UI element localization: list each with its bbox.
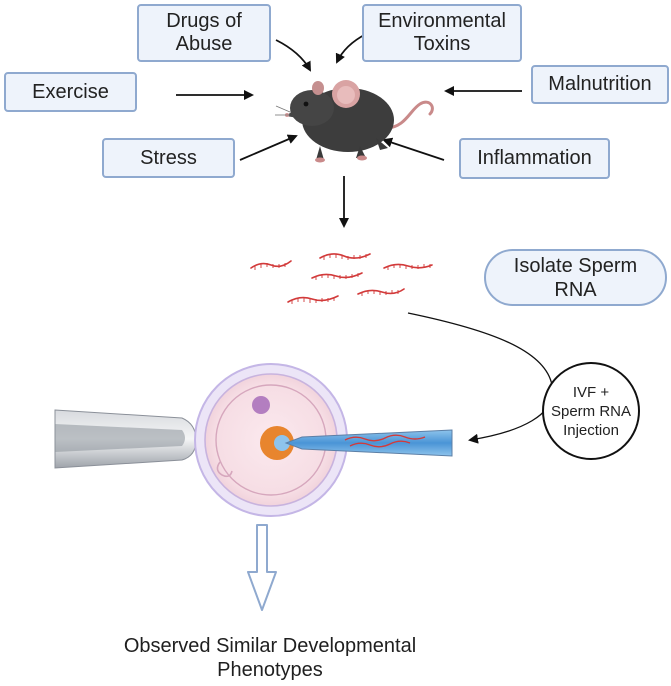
factor-environmental-toxins: Environmental Toxins <box>362 4 522 62</box>
factor-drugs-of-abuse: Drugs of Abuse <box>137 4 271 62</box>
injection-needle-icon <box>284 429 453 457</box>
arrow-drugs <box>275 39 311 72</box>
rna-bases <box>254 254 431 304</box>
factor-inflammation: Inflammation <box>459 138 610 179</box>
factor-drugs-label: Drugs of Abuse <box>166 10 242 55</box>
factor-malnutrition: Malnutrition <box>531 65 669 104</box>
factor-inflammation-label: Inflammation <box>477 147 592 169</box>
factor-exercise: Exercise <box>4 72 137 112</box>
factor-toxins-label: Environmental Toxins <box>378 10 506 55</box>
oocyte-icon <box>194 363 348 517</box>
arrow-rna-to-injection <box>407 312 554 444</box>
factor-exercise-label: Exercise <box>32 80 109 103</box>
mouse-icon <box>275 80 434 163</box>
factor-stress: Stress <box>102 138 235 178</box>
outcome-caption: Observed Similar Developmental Phenotype… <box>90 634 450 682</box>
step-isolate-label: Isolate Sperm RNA <box>513 254 638 301</box>
step-isolate-sperm-rna: Isolate Sperm RNA <box>484 249 667 306</box>
rna-strand-icon <box>250 253 433 303</box>
outcome-arrow <box>247 524 277 611</box>
step-ivf-injection: IVF + Sperm RNA Injection <box>542 362 640 460</box>
step-ivf-label: IVF + Sperm RNA Injection <box>550 383 632 439</box>
factor-stress-label: Stress <box>140 146 197 169</box>
arrow-stress <box>239 134 298 161</box>
holding-pipette-icon <box>54 409 197 469</box>
factor-malnutrition-label: Malnutrition <box>548 73 652 95</box>
arrow-inflammation <box>382 137 445 161</box>
outcome-label: Observed Similar Developmental Phenotype… <box>123 635 417 681</box>
